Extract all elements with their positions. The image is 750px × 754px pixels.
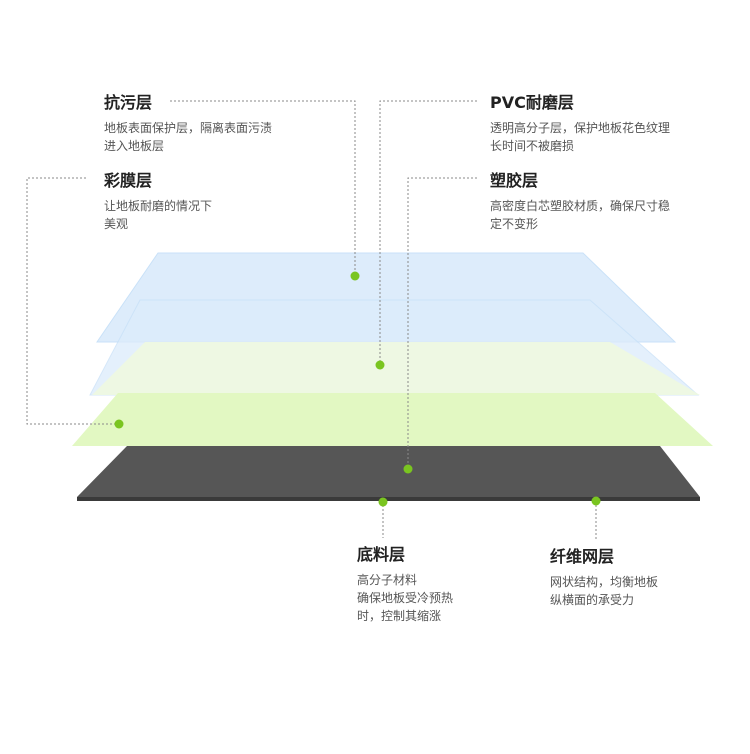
- marker-dot-fiber: [591, 496, 601, 506]
- base-desc-line: 时，控制其缩涨: [357, 609, 442, 623]
- anti-stain-desc-line: 进入地板层: [104, 139, 165, 153]
- base-layer-edge: [77, 497, 700, 501]
- fiber-desc-line: 纵横面的承受力: [550, 593, 635, 607]
- plastic-title: 塑胶层: [490, 171, 539, 190]
- pvc-wear-title: PVC耐磨层: [490, 93, 574, 112]
- base-desc-line: 高分子材料: [357, 573, 418, 587]
- marker-dot-base: [378, 497, 388, 507]
- leader-line-anti-stain: [170, 100, 356, 276]
- plastic-layer-sheet: [92, 342, 700, 395]
- color-film-label: 彩膜层 让地板耐磨的情况下 美观: [104, 171, 212, 233]
- color-film-desc-line: 让地板耐磨的情况下: [104, 199, 213, 213]
- marker-dot-anti-stain: [350, 271, 360, 281]
- fiber-desc: 网状结构，均衡地板 纵横面的承受力: [550, 573, 658, 609]
- color-film-desc: 让地板耐磨的情况下 美观: [104, 197, 212, 233]
- anti-stain-label: 抗污层 地板表面保护层，隔离表面污渍 进入地板层: [104, 93, 272, 155]
- leader-line-pvc-wear: [379, 100, 477, 365]
- anti-stain-desc: 地板表面保护层，隔离表面污渍 进入地板层: [104, 119, 272, 155]
- plastic-desc-line: 定不变形: [490, 217, 539, 231]
- marker-dot-plastic: [403, 464, 413, 474]
- base-desc-line: 确保地板受冷预热: [357, 591, 454, 605]
- fiber-desc-line: 网状结构，均衡地板: [550, 575, 659, 589]
- base-label: 底料层 高分子材料 确保地板受冷预热 时，控制其缩涨: [357, 545, 453, 625]
- base-desc: 高分子材料 确保地板受冷预热 时，控制其缩涨: [357, 571, 453, 625]
- marker-dot-pvc-wear: [375, 360, 385, 370]
- fiber-label: 纤维网层 网状结构，均衡地板 纵横面的承受力: [550, 547, 658, 609]
- plastic-desc-line: 高密度白芯塑胶材质，确保尺寸稳: [490, 199, 671, 213]
- color-film-desc-line: 美观: [104, 217, 129, 231]
- leader-line-color-film: [26, 177, 119, 425]
- pvc-wear-desc-line: 透明高分子层，保护地板花色纹理: [490, 121, 671, 135]
- base-title: 底料层: [357, 545, 406, 564]
- leader-line-plastic: [407, 177, 477, 469]
- color-film-layer-sheet: [72, 393, 713, 446]
- pvc-wear-label: PVC耐磨层 透明高分子层，保护地板花色纹理 长时间不被磨损: [490, 93, 670, 155]
- base-layer-sheet: [77, 446, 700, 497]
- pvc-wear-desc: 透明高分子层，保护地板花色纹理 长时间不被磨损: [490, 119, 670, 155]
- plastic-label: 塑胶层 高密度白芯塑胶材质，确保尺寸稳 定不变形: [490, 171, 670, 233]
- anti-stain-title: 抗污层: [104, 93, 153, 112]
- anti-stain-desc-line: 地板表面保护层，隔离表面污渍: [104, 121, 273, 135]
- color-film-title: 彩膜层: [104, 171, 153, 190]
- marker-dot-color-film: [114, 419, 124, 429]
- fiber-title: 纤维网层: [550, 547, 615, 566]
- plastic-desc: 高密度白芯塑胶材质，确保尺寸稳 定不变形: [490, 197, 670, 233]
- pvc-wear-desc-line: 长时间不被磨损: [490, 139, 575, 153]
